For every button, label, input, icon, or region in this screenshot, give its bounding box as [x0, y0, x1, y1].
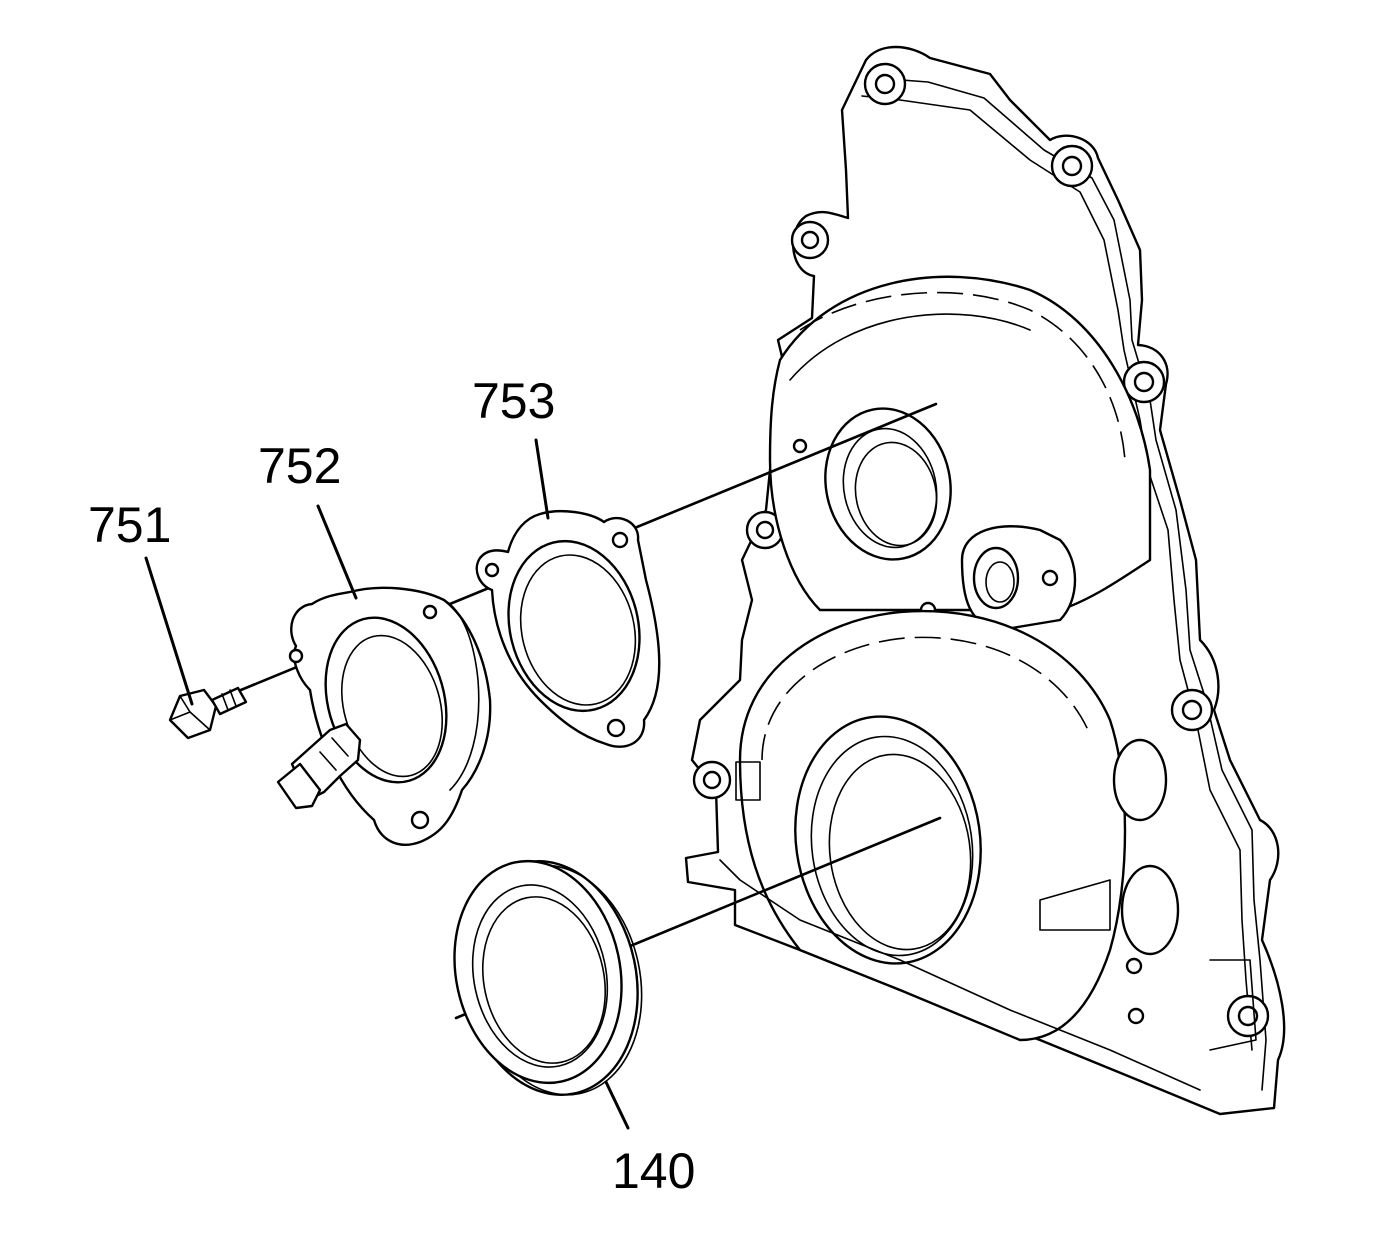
gasket	[475, 509, 661, 748]
crankshaft-front-oil-seal	[453, 859, 643, 1096]
leader-140	[604, 1080, 630, 1130]
bolt	[168, 686, 248, 740]
callout-752: 752	[258, 438, 341, 494]
engine-front-cover	[684, 45, 1286, 1116]
camshaft-position-sensor	[276, 586, 492, 846]
callout-751: 751	[88, 497, 171, 553]
callout-753: 753	[472, 373, 555, 429]
leader-753	[534, 438, 550, 520]
leader-752	[316, 504, 358, 600]
callout-140: 140	[612, 1143, 695, 1199]
leader-751	[144, 556, 194, 706]
